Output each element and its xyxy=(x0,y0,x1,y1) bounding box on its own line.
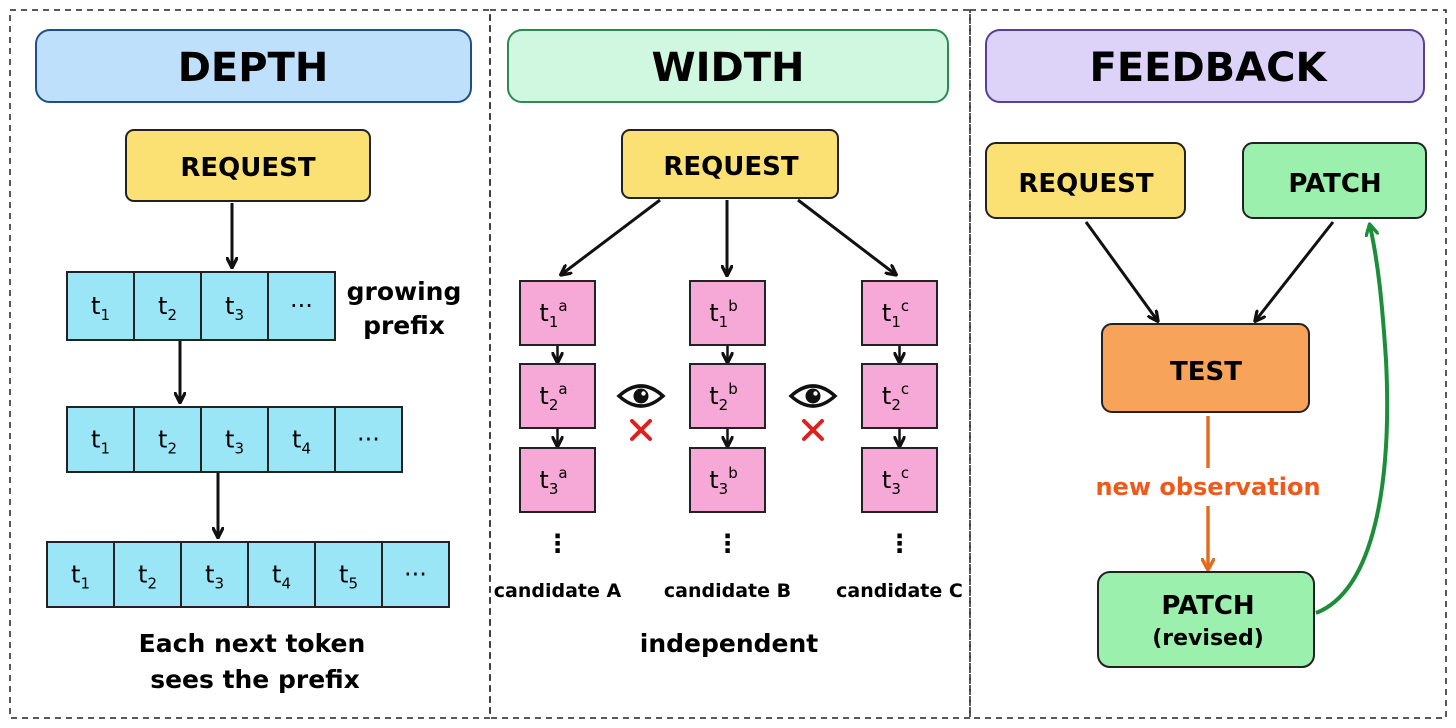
feedback-title: FEEDBACK xyxy=(1090,45,1329,91)
candidate-ellipsis: ⋮ xyxy=(545,529,570,558)
width-title: WIDTH xyxy=(652,45,805,91)
depth-header-box xyxy=(35,29,472,103)
candidate-token-cell xyxy=(689,280,766,346)
feedback-revised-patch-label: PATCH xyxy=(1161,591,1254,621)
eye-icon xyxy=(788,384,838,408)
token-cell xyxy=(113,541,182,608)
feedback-patch-box xyxy=(1242,142,1427,219)
depth-side-note-1: growing xyxy=(347,277,462,306)
candidate-label: candidate B xyxy=(664,580,791,602)
token-cell xyxy=(200,406,269,473)
feedback-panel: FEEDBACK REQUEST PATCH TEST new observat… xyxy=(985,29,1427,668)
feedback-panel-border xyxy=(969,9,1447,719)
feedback-arrow-patch-test xyxy=(1256,221,1335,320)
depth-caption-1: Each next token xyxy=(139,629,366,658)
token-cell xyxy=(267,271,336,341)
token-cell xyxy=(334,406,403,473)
feedback-observation-label: new observation xyxy=(1095,473,1320,501)
candidate-token-cell xyxy=(519,363,596,429)
token-cell xyxy=(314,541,383,608)
candidate-label: candidate C xyxy=(836,580,963,602)
eye-icon xyxy=(616,384,666,408)
width-header-box xyxy=(507,29,949,103)
feedback-revised-patch-sublabel: (revised) xyxy=(1152,626,1264,651)
candidate-token-cell xyxy=(861,280,938,346)
depth-title: DEPTH xyxy=(178,45,329,91)
width-request-box xyxy=(621,129,839,199)
width-caption: independent xyxy=(640,629,819,658)
feedback-header-box xyxy=(985,29,1425,103)
candidate-ellipsis: ⋮ xyxy=(887,529,912,558)
candidate-token-cell xyxy=(861,363,938,429)
depth-caption-2: sees the prefix xyxy=(150,665,360,694)
candidate-token-cell xyxy=(689,447,766,513)
feedback-test-label: TEST xyxy=(1170,357,1242,387)
candidate-ellipsis: ⋮ xyxy=(715,529,740,558)
width-arrow-a xyxy=(562,198,661,274)
token-cell xyxy=(133,271,202,341)
token-cell xyxy=(46,541,115,608)
panel-borders xyxy=(9,9,1447,719)
token-cell xyxy=(381,541,450,608)
candidate-token-cell xyxy=(861,447,938,513)
depth-panel-border xyxy=(9,9,491,719)
feedback-revised-patch-box xyxy=(1097,571,1315,668)
cross-icon xyxy=(802,419,824,441)
token-label: ··· xyxy=(290,292,313,320)
token-label: ··· xyxy=(404,561,427,589)
feedback-green-loop-arrow xyxy=(1315,226,1390,615)
depth-side-note-2: prefix xyxy=(363,311,445,340)
feedback-arrow-request-test xyxy=(1084,221,1157,320)
feedback-request-label: REQUEST xyxy=(1018,169,1153,199)
depth-request-label: REQUEST xyxy=(180,153,315,183)
candidate-label: candidate A xyxy=(494,580,622,602)
depth-request-box xyxy=(125,129,371,202)
candidate-token-cell xyxy=(689,363,766,429)
token-cell xyxy=(180,541,249,608)
candidate-token-cell xyxy=(519,280,596,346)
candidate-token-cell xyxy=(519,447,596,513)
token-label: ··· xyxy=(357,426,380,454)
width-request-label: REQUEST xyxy=(663,152,798,182)
width-arrow-c xyxy=(797,198,895,274)
feedback-patch-label: PATCH xyxy=(1288,169,1381,199)
feedback-test-box xyxy=(1101,323,1310,413)
feedback-request-box xyxy=(985,142,1186,219)
cross-icon xyxy=(630,419,652,441)
token-cell xyxy=(66,406,135,473)
